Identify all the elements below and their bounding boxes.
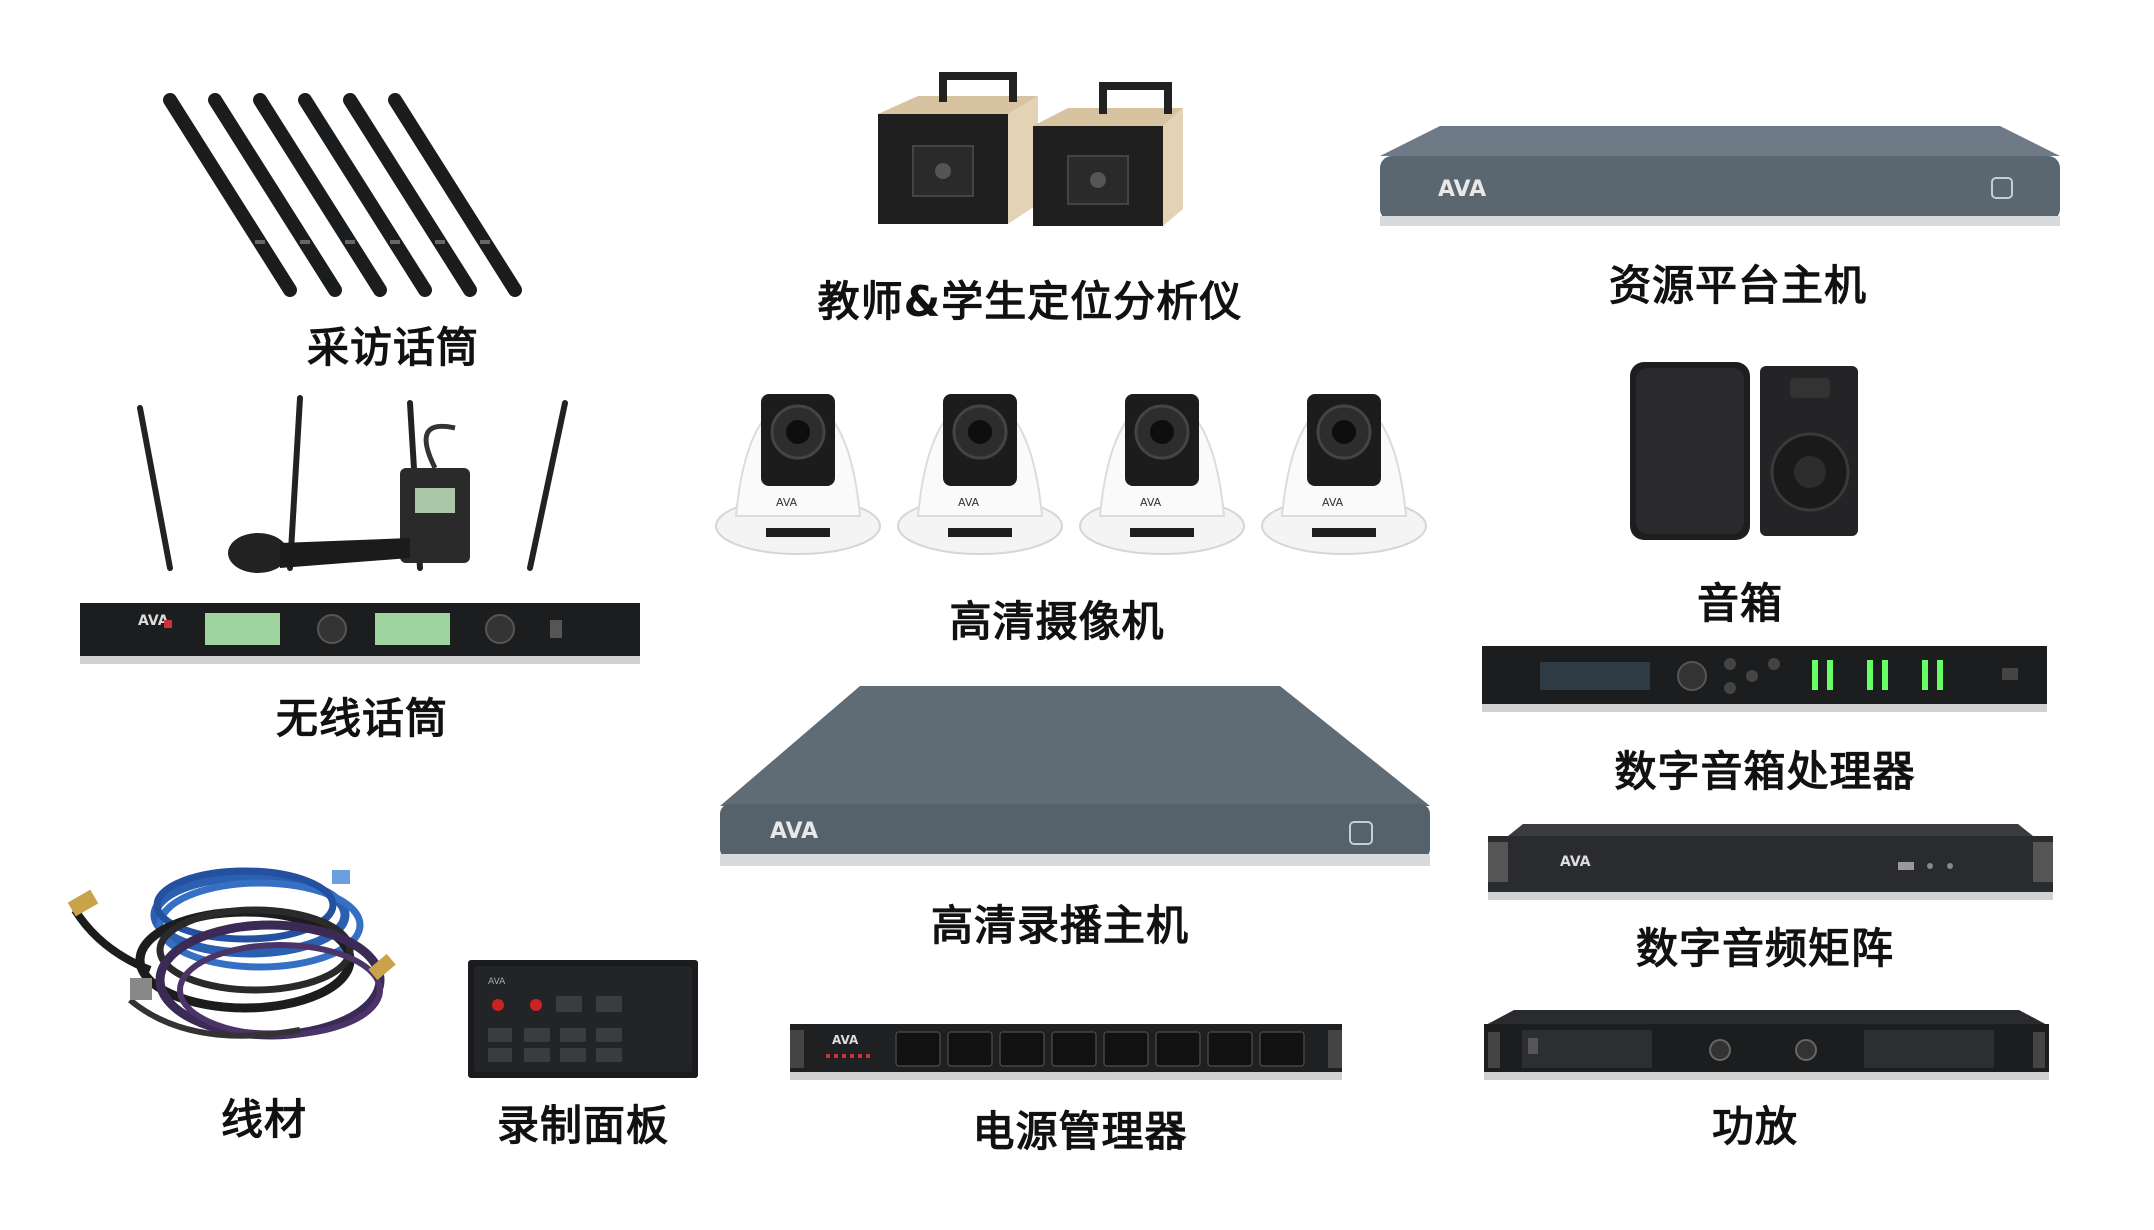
label-interview-mic: 采访话筒 bbox=[306, 323, 480, 372]
svg-text:AVA: AVA bbox=[1438, 177, 1486, 202]
control-panel-icon: AVA bbox=[468, 960, 698, 1078]
label-amplifier: 功放 bbox=[1711, 1102, 1799, 1151]
label-dsp: 数字音箱处理器 bbox=[1614, 747, 1916, 796]
audio-matrix-icon: AVA bbox=[1488, 824, 2053, 900]
server-host-icon: AVA bbox=[1380, 126, 2060, 226]
label-audio-matrix: 数字音频矩阵 bbox=[1635, 924, 1895, 973]
cable-coil-icon bbox=[67, 867, 396, 1040]
svg-text:AVA: AVA bbox=[832, 1033, 859, 1047]
svg-text:AVA: AVA bbox=[1560, 854, 1591, 870]
wireless-receiver-icon: AVA bbox=[80, 395, 640, 664]
speaker-icon bbox=[1630, 362, 1858, 540]
svg-text:AVA: AVA bbox=[138, 613, 169, 629]
label-record-host: 高清录播主机 bbox=[930, 901, 1190, 950]
label-power-manager: 电源管理器 bbox=[972, 1107, 1188, 1156]
svg-text:AVA: AVA bbox=[770, 819, 818, 844]
label-speaker: 音箱 bbox=[1696, 579, 1784, 628]
svg-text:AVA: AVA bbox=[488, 977, 506, 987]
audio-processor-icon bbox=[1482, 646, 2047, 712]
label-hd-camera: 高清摄像机 bbox=[949, 597, 1165, 646]
label-cables: 线材 bbox=[220, 1095, 308, 1144]
label-resource-host: 资源平台主机 bbox=[1608, 261, 1868, 310]
label-wireless-mic: 无线话筒 bbox=[275, 694, 449, 743]
position-tracker-icon bbox=[878, 72, 1183, 226]
amplifier-icon bbox=[1484, 1010, 2049, 1080]
label-record-panel: 录制面板 bbox=[496, 1101, 670, 1150]
ptz-camera-icon: AVA bbox=[714, 392, 1428, 556]
label-locator: 教师&学生定位分析仪 bbox=[817, 277, 1243, 326]
microphone-sticks-icon bbox=[163, 93, 522, 297]
recording-host-icon: AVA bbox=[720, 686, 1430, 866]
power-strip-icon: AVA bbox=[790, 1024, 1342, 1080]
